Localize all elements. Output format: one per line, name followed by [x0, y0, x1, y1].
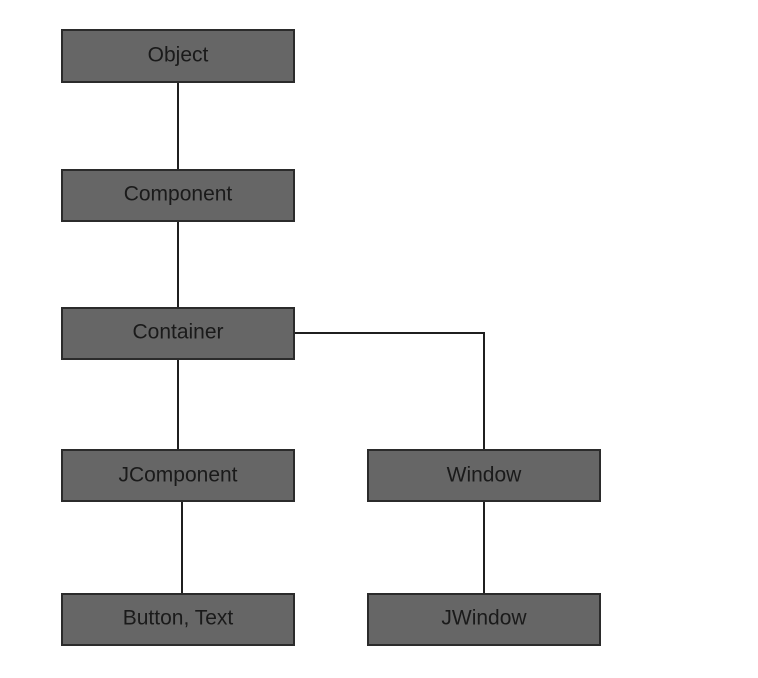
node-button-text: Button, Text [61, 593, 295, 646]
node-jwindow: JWindow [367, 593, 601, 646]
node-jcomponent-box [61, 449, 295, 502]
node-object-box [61, 29, 295, 83]
node-button-text-box [61, 593, 295, 646]
node-object-label: Object [148, 44, 209, 67]
node-jcomponent: JComponent [61, 449, 295, 502]
node-component: Component [61, 169, 295, 222]
node-container-label: Container [132, 321, 223, 344]
node-window-box [367, 449, 601, 502]
connectors [177, 82, 485, 594]
node-container-box [61, 307, 295, 360]
node-container: Container [61, 307, 295, 360]
node-jwindow-label: JWindow [441, 607, 527, 630]
edge-container-window [294, 332, 485, 450]
node-jcomponent-label: JComponent [118, 464, 237, 487]
node-component-label: Component [124, 183, 233, 206]
node-object: Object [61, 29, 295, 83]
node-window-label: Window [447, 464, 523, 487]
node-jwindow-box [367, 593, 601, 646]
node-component-box [61, 169, 295, 222]
node-button-text-label: Button, Text [123, 607, 234, 630]
node-window: Window [367, 449, 601, 502]
